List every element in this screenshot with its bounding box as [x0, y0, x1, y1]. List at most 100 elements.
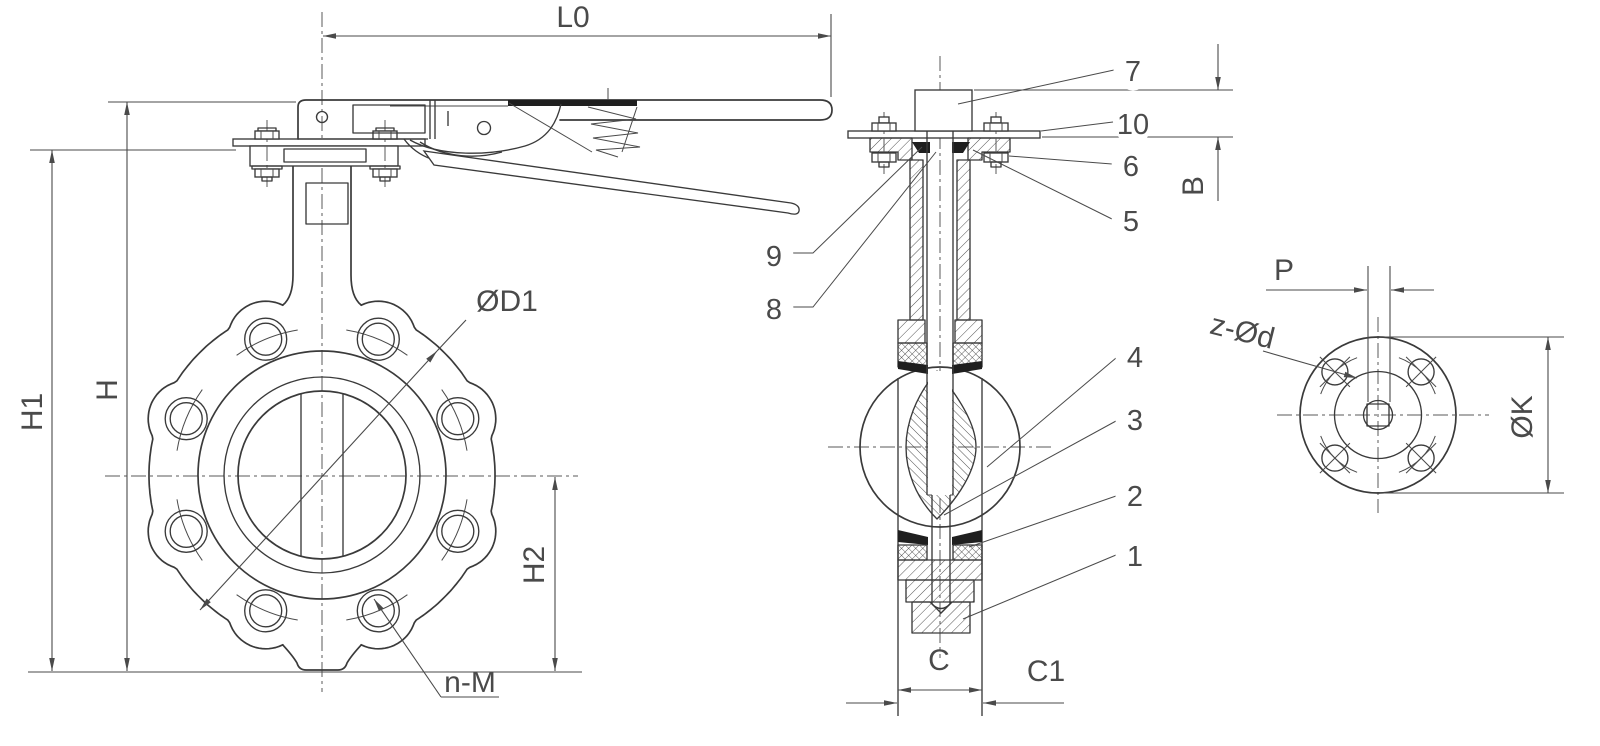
dim-label-nm: n-M [444, 666, 496, 699]
dimension-arrow-icon [884, 700, 897, 706]
dimension-arrow-icon [1343, 371, 1357, 378]
front-view: L0 H1 H H2 ØD1 n-M [16, 1, 833, 699]
lug-hole [169, 402, 203, 436]
dim-label-c1: C1 [1027, 655, 1065, 688]
callout-10: 10 [1113, 104, 1153, 144]
top-view: P z-Ød ØK [1207, 254, 1564, 513]
raised-face-circle [1333, 370, 1423, 460]
trigger-lever [422, 150, 800, 215]
dimension-arrow-icon [552, 477, 558, 490]
dimension-arrow-icon [818, 33, 831, 39]
flange-bolt-hole [1321, 444, 1349, 472]
callout-2: 2 [1115, 476, 1155, 516]
neck-wall-right [956, 159, 971, 321]
dim-label-d1: ØD1 [476, 285, 538, 318]
lower-body-2 [905, 579, 975, 603]
dim-b: B [974, 44, 1233, 201]
dim-p: P [1266, 254, 1434, 402]
neck-wall-left [909, 159, 924, 321]
dim-label-k: ØK [1506, 395, 1539, 438]
flange-outline-right [360, 300, 497, 650]
lug-hole [244, 317, 288, 361]
lug-hole [244, 589, 288, 633]
bolt-hole-cross-icon [1405, 442, 1437, 474]
dimension-arrow-icon [552, 658, 558, 671]
lug-hole [356, 589, 400, 633]
lug-hole [249, 594, 283, 628]
section-mounting-plate [847, 130, 1041, 139]
callout-6-label: 6 [1123, 151, 1139, 183]
section-view: B C C1 7 10 6 5 9 [754, 44, 1233, 716]
callout-5: 5 [1111, 201, 1151, 241]
latch-jaw-outer [409, 103, 562, 154]
lug-hole [361, 594, 395, 628]
dim-c-c1: C C1 [846, 644, 1065, 704]
callout-9-label: 9 [766, 241, 782, 273]
stem-square-hole [1366, 403, 1390, 427]
dim-label-c: C [928, 644, 950, 677]
pivot-hole [476, 120, 492, 136]
callout-10-label: 10 [1117, 109, 1149, 141]
bracket-window [283, 148, 367, 163]
spring-zigzag [587, 106, 641, 158]
callout-leaders [793, 69, 1117, 620]
callout-3: 3 [1115, 400, 1155, 440]
dimension-arrow-icon [124, 658, 130, 671]
dim-label-h1: H1 [16, 393, 49, 431]
dimension-arrow-icon [969, 687, 982, 693]
lug-holes [164, 317, 480, 633]
lug-hole [164, 397, 208, 441]
callout-7-label: 7 [1125, 56, 1141, 88]
dim-label-l0: L0 [556, 1, 589, 34]
body-outer-circle [197, 350, 447, 600]
callout-5-label: 5 [1123, 206, 1139, 238]
lug-hole [249, 322, 283, 356]
lower-body-1 [897, 559, 983, 581]
dimension-arrow-icon [124, 102, 130, 115]
bolt-hole-cross-icon [1405, 356, 1437, 388]
seat-lower-left [897, 544, 928, 561]
lug-hole [436, 397, 480, 441]
callout-8-label: 8 [766, 294, 782, 326]
lever-handle [297, 88, 833, 215]
dimension-arrow-icon [1545, 337, 1551, 350]
front-bolt-left [251, 120, 283, 188]
lug-hole [436, 509, 480, 553]
flange-bolt-hole [1407, 358, 1435, 386]
mounting-plate [232, 138, 426, 147]
callouts: 7 10 6 5 9 8 4 3 2 1 [754, 51, 1155, 576]
dimension-arrow-icon [1391, 287, 1404, 293]
dimension-arrow-icon [49, 658, 55, 671]
packing-wedge-right [952, 142, 970, 153]
lug-hole [356, 317, 400, 361]
callout-2-label: 2 [1127, 481, 1143, 513]
dimension-arrow-icon [49, 150, 55, 163]
dimension-arrow-icon [1215, 77, 1221, 90]
dim-label-h2: H2 [518, 546, 551, 584]
lug-hole [169, 514, 203, 548]
dim-label-h: H [91, 379, 124, 401]
dimension-arrow-icon [374, 599, 384, 612]
dimension-arrow-icon [1545, 480, 1551, 493]
callout-8: 8 [754, 289, 794, 329]
bolt-circle-arcs [176, 329, 468, 621]
callout-4-label: 4 [1127, 342, 1143, 374]
dimension-arrow-icon [1354, 287, 1367, 293]
dimension-arrowheads [49, 33, 1551, 706]
seat-circle [223, 376, 421, 574]
dim-z-od: z-Ød [1207, 308, 1358, 379]
front-dimensions: L0 H1 H H2 ØD1 n-M [16, 1, 832, 699]
stem-bore-circle [1362, 399, 1394, 431]
neck-step-left [897, 319, 926, 344]
dim-ok: ØK [1380, 336, 1564, 494]
callout-1: 1 [1115, 536, 1155, 576]
dim-label-p: P [1274, 254, 1294, 287]
dimension-arrow-icon [426, 351, 437, 363]
flange-outline-left [147, 300, 284, 650]
lug-hole [164, 509, 208, 553]
bore-circle [237, 390, 407, 560]
handle-head [297, 99, 833, 140]
section-bolt-left [871, 112, 897, 174]
